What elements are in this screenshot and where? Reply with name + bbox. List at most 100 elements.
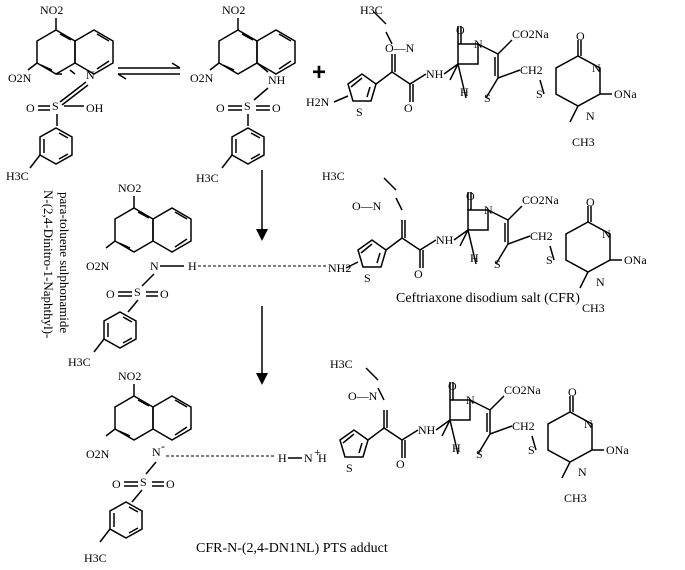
- h-label: H: [278, 451, 287, 465]
- plus-sign: +: [312, 59, 326, 86]
- no2-label: NO2: [222, 3, 245, 17]
- ring-n-label: N: [466, 393, 475, 407]
- linker-s-label: S: [528, 443, 535, 457]
- ch2-label: CH2: [530, 229, 553, 243]
- lactam-o-label: O: [456, 23, 465, 37]
- n-label: N: [150, 259, 159, 273]
- s-label: S: [52, 99, 59, 113]
- o-label: O: [26, 101, 35, 115]
- amide-nh-label: NH: [426, 67, 444, 81]
- ring-s-label: S: [484, 91, 491, 105]
- ona-label: ONa: [624, 253, 647, 267]
- ptsa-name-line1: N-(2,4-Dinitro-1-Naphthyl)-: [41, 190, 56, 338]
- co2na-label: CO2Na: [504, 383, 541, 397]
- n-label: N: [86, 68, 95, 82]
- ring-s-label: S: [494, 257, 501, 271]
- h-label: H: [460, 85, 469, 99]
- co2na-label: CO2Na: [522, 193, 559, 207]
- ring-n-label: N: [484, 203, 493, 217]
- co2na-label: CO2Na: [512, 27, 549, 41]
- o2n-label: O2N: [8, 71, 32, 85]
- h2-label: H: [318, 451, 327, 465]
- ptsa-name-line2: para-toluene sulphonamide: [57, 192, 72, 333]
- plus-charge: +: [314, 445, 321, 459]
- oh-label: OH: [86, 101, 104, 115]
- h-label: H: [188, 259, 197, 273]
- amide-nh-label: NH: [418, 423, 436, 437]
- nh-label: NH: [268, 73, 286, 87]
- o-label: O: [160, 287, 169, 301]
- cfr-caption: Ceftriaxone disodium salt (CFR): [396, 291, 580, 306]
- no2-label: NO2: [118, 369, 141, 383]
- lactam-o-label: O: [466, 189, 475, 203]
- ona-label: ONa: [614, 87, 637, 101]
- ch3-label: CH3: [572, 135, 595, 149]
- ring-s-label: S: [476, 447, 483, 461]
- ch3-label: CH3: [582, 301, 605, 315]
- oxime-n-label: O—N: [348, 389, 378, 403]
- ch2-label: CH2: [512, 419, 535, 433]
- triazine-nn-label: N: [586, 109, 595, 123]
- linker-s-label: S: [536, 87, 543, 101]
- adduct-cfr-part: N + H S O—N H3C O NH O N H S CO2Na CH2 S…: [304, 357, 629, 505]
- ceftriaxone-reactant: H2N S O—N H3C O NH O N H S CO2Na CH2 S N…: [306, 3, 637, 149]
- amide-o-label: O: [414, 267, 423, 281]
- methoxy-label: H3C: [360, 3, 383, 17]
- ptsa-name: N-(2,4-Dinitro-1-Naphthyl)- para-toluene…: [41, 190, 72, 338]
- equilibrium-arrows: [117, 62, 181, 80]
- o2n-label: O2N: [86, 259, 110, 273]
- oxime-n-label: O—N: [352, 199, 382, 213]
- h-label: H: [452, 441, 461, 455]
- triazine-n-label: N: [584, 417, 593, 431]
- no2-label: NO2: [40, 3, 63, 17]
- amide-o-label: O: [404, 101, 413, 115]
- adduct-caption: CFR-N-(2,4-DN1NL) PTS adduct: [196, 541, 388, 556]
- ch3-label: CH3: [564, 491, 587, 505]
- ptsa-sulfonamide: NO2 O2N NH S O O H3C: [190, 3, 296, 185]
- thiazole-s-label: S: [364, 271, 371, 285]
- o2n-label: O2N: [86, 447, 110, 461]
- triazine-o-label: O: [586, 195, 595, 209]
- methoxy-label: H3C: [330, 357, 353, 371]
- tautomer-imidic-acid: NO2 O2N N S O OH H3C: [6, 3, 114, 183]
- o-label: O: [106, 287, 115, 301]
- h3c-label: H3C: [6, 169, 29, 183]
- amide-o-label: O: [396, 457, 405, 471]
- no2-label: NO2: [118, 181, 141, 195]
- h-label: H: [470, 251, 479, 265]
- triazine-nn-label: N: [596, 275, 605, 289]
- triazine-o-label: O: [568, 385, 577, 399]
- triazine-o-label: O: [576, 29, 585, 43]
- ch2-label: CH2: [520, 63, 543, 77]
- adduct-pts-part: NO2 O2N N - H S O O H3C: [84, 369, 302, 565]
- minus-charge: -: [161, 439, 165, 453]
- triazine-nn-label: N: [578, 465, 587, 479]
- n-minus-label: N: [152, 445, 161, 459]
- h2n-label: H2N: [306, 95, 330, 109]
- s-label: S: [134, 285, 141, 299]
- thiazole-s-label: S: [356, 105, 363, 119]
- nh2-label: NH2: [328, 261, 351, 275]
- s-label: S: [244, 99, 251, 113]
- triazine-n-label: N: [592, 61, 601, 75]
- amide-nh-label: NH: [436, 233, 454, 247]
- h3c-label: H3C: [84, 551, 107, 565]
- lactam-o-label: O: [448, 379, 457, 393]
- o-label: O: [112, 477, 121, 491]
- ring-n-label: N: [474, 37, 483, 51]
- o-label: O: [272, 101, 281, 115]
- o2n-label: O2N: [190, 71, 214, 85]
- nh-plus-label: N: [304, 451, 313, 465]
- o-label: O: [216, 101, 225, 115]
- ceftriaxone-complex: NH2 S O—N H3C O NH O N H S CO2Na CH2 S N…: [322, 169, 647, 315]
- ona-label: ONa: [606, 443, 629, 457]
- h3c-label: H3C: [68, 355, 91, 369]
- h-bonded-complex: NO2 O2N N H S O O H3C: [68, 181, 326, 369]
- triazine-n-label: N: [602, 227, 611, 241]
- linker-s-label: S: [546, 253, 553, 267]
- s-label: S: [140, 475, 147, 489]
- o-label: O: [166, 477, 175, 491]
- h3c-label: H3C: [196, 171, 219, 185]
